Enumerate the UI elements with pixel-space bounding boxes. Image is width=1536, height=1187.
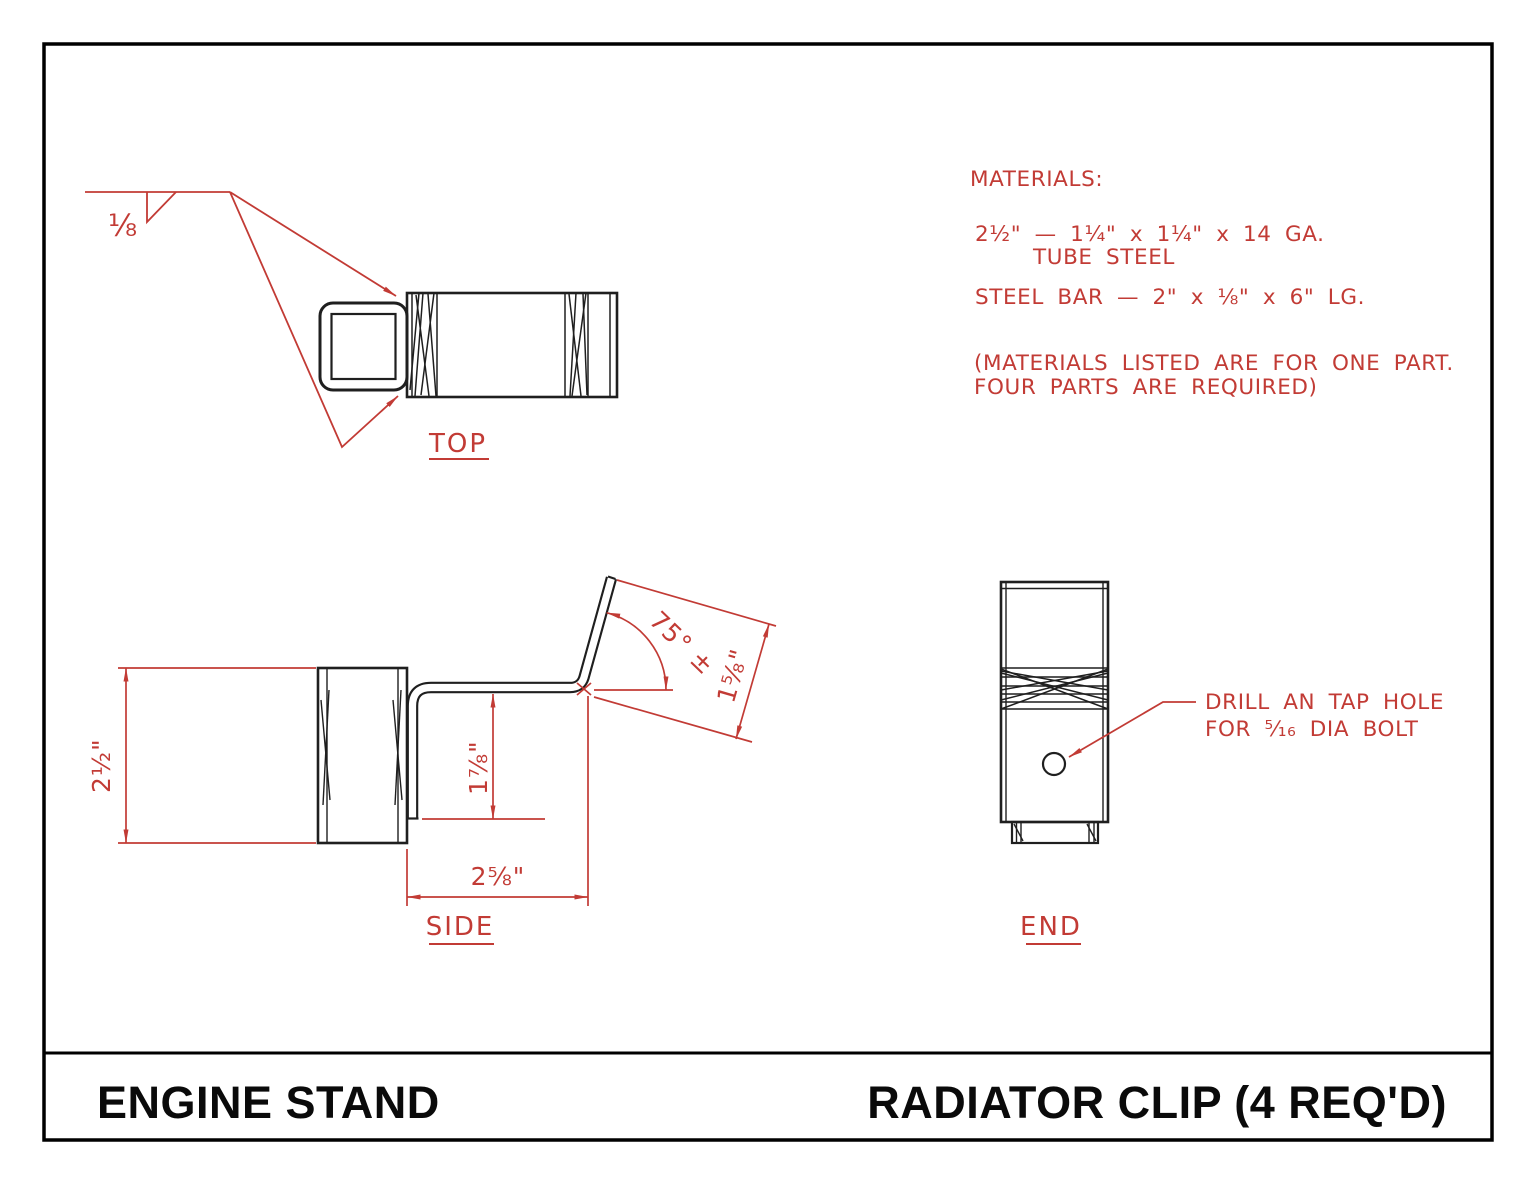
top-view-label: TOP <box>428 429 487 459</box>
dim-height-text: 2½" <box>87 738 116 793</box>
side-view-tube-edge-lines <box>320 668 403 843</box>
dim-base-length-text: 2⅝" <box>471 862 526 891</box>
dim-leg-height <box>422 693 545 820</box>
drill-hole <box>1041 751 1067 777</box>
hatch-line <box>415 294 430 397</box>
hatch-line <box>1000 672 1109 701</box>
fillet-weld-triangle-icon <box>146 191 177 225</box>
hatch-line <box>1013 823 1024 842</box>
end-view-bar-tab <box>1010 820 1100 845</box>
angle-arc <box>606 611 669 691</box>
dimension-line <box>735 623 770 740</box>
extension-line <box>616 579 777 627</box>
dim-height <box>118 667 316 844</box>
dim-base-length <box>406 696 589 906</box>
weld-symbol <box>85 191 399 449</box>
materials-note2: FOUR PARTS ARE REQUIRED) <box>974 375 1318 400</box>
extension-line <box>593 696 753 743</box>
dim-flange <box>593 579 777 743</box>
weld-size-text: ⅛ <box>108 209 137 244</box>
materials-note1: (MATERIALS LISTED ARE FOR ONE PART. <box>974 351 1454 376</box>
top-view-weld-hatch-right <box>564 292 611 397</box>
end-view-tab-weld <box>1013 822 1097 843</box>
hatch-line <box>427 293 437 397</box>
side-view-bar-profile <box>406 576 618 818</box>
hatch-line <box>569 292 577 397</box>
drill-note-line2: FOR ⁵⁄₁₆ DIA BOLT <box>1205 717 1419 742</box>
dim-angle <box>576 611 673 696</box>
weld-leader-1 <box>229 191 397 297</box>
hatch-line <box>414 292 424 397</box>
top-view-bar-outline <box>405 291 619 399</box>
side-view: 2½" 1⅞" 2⅝" 75° ± 1⅝" SIDE <box>87 575 777 945</box>
side-view-label: SIDE <box>426 912 495 942</box>
side-view-tube-outline <box>316 666 409 845</box>
top-view: ⅛ TOP <box>85 191 619 460</box>
materials-note: MATERIALS: 2½" — 1¼" x 1¼" x 14 GA. TUBE… <box>970 167 1454 400</box>
dim-leg-height-text: 1⅞" <box>464 740 493 795</box>
end-view-label: END <box>1020 912 1082 942</box>
top-view-tube-outer <box>318 301 409 392</box>
materials-line3: STEEL BAR — 2" x ⅛" x 6" LG. <box>975 285 1365 310</box>
hatch-line <box>394 689 402 806</box>
bend-tick <box>576 682 592 696</box>
side-view-bar-tip-cap <box>607 575 616 581</box>
drill-note-line1: DRILL AN TAP HOLE <box>1205 690 1444 715</box>
title-part: RADIATOR CLIP (4 REQ'D) <box>867 1077 1447 1128</box>
materials-line1: 2½" — 1¼" x 1¼" x 14 GA. <box>975 222 1325 247</box>
materials-line2: TUBE STEEL <box>1032 245 1175 270</box>
materials-heading: MATERIALS: <box>970 167 1103 192</box>
top-view-tube-inner <box>330 312 397 381</box>
side-view-bar-profile-core <box>408 577 615 818</box>
hatch-line <box>1086 823 1097 842</box>
dim-angle-text: 75° ± <box>644 605 720 680</box>
hatch-line <box>568 293 582 397</box>
title-project: ENGINE STAND <box>97 1077 440 1128</box>
weld-leader-2 <box>229 191 399 449</box>
end-view: DRILL AN TAP HOLE FOR ⁵⁄₁₆ DIA BOLT END <box>999 580 1444 945</box>
hatch-line <box>322 689 330 806</box>
hatch-line <box>1000 668 1109 710</box>
top-view-weld-hatch-left <box>409 292 438 397</box>
border-frame <box>42 42 1494 1142</box>
drill-note-leader <box>1068 701 1196 758</box>
hatch-line <box>420 292 435 396</box>
hatch-line <box>409 292 420 391</box>
hatch-line <box>571 292 587 397</box>
hatch-line <box>1000 670 1109 691</box>
end-view-weld-band <box>1000 667 1109 710</box>
